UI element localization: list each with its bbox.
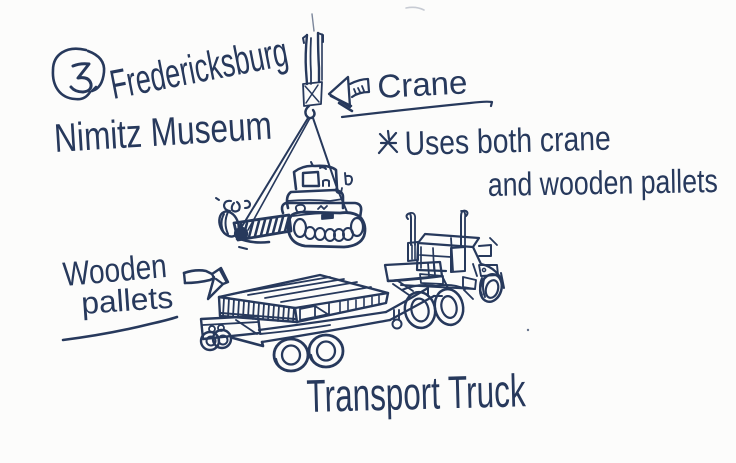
svg-text:Uses both crane: Uses both crane: [404, 120, 611, 163]
svg-text:and wooden pallets: and wooden pallets: [487, 162, 718, 203]
svg-text:Transport Truck: Transport Truck: [306, 364, 527, 422]
svg-text:Crane: Crane: [376, 63, 468, 105]
svg-text:pallets: pallets: [80, 280, 174, 321]
svg-text:Wooden: Wooden: [61, 247, 168, 294]
